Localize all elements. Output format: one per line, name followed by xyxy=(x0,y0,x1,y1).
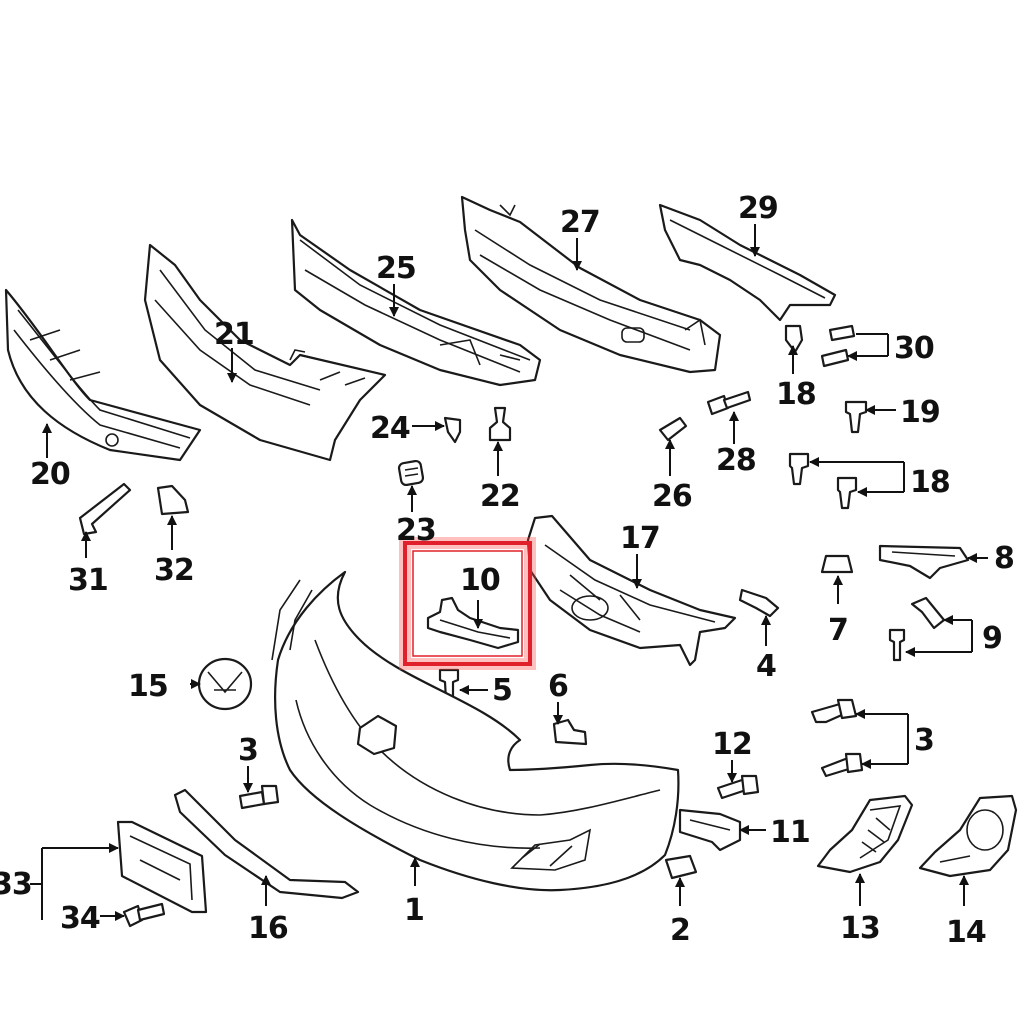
callout-30: 30 xyxy=(894,331,934,366)
leader-lines xyxy=(30,224,988,921)
callout-25: 25 xyxy=(376,251,416,286)
callout-20: 20 xyxy=(30,457,70,492)
bracket-part-11 xyxy=(678,808,742,852)
callout-17: 17 xyxy=(620,521,660,556)
callout-28: 28 xyxy=(716,443,756,478)
emblem-part-15 xyxy=(197,657,253,711)
clip-part-22 xyxy=(488,406,512,442)
bracket-part-6 xyxy=(552,718,588,746)
screw-part-34 xyxy=(122,902,166,928)
bolt-part-28 xyxy=(706,390,752,416)
callout-31: 31 xyxy=(68,563,108,598)
fog-grille-part-13 xyxy=(816,794,914,874)
clip-part-19 xyxy=(844,400,868,434)
callout-3-right: 3 xyxy=(914,723,934,758)
callout-labels: 20 21 25 27 29 24 22 26 28 18 30 19 18 2… xyxy=(0,191,1015,950)
nut-part-7 xyxy=(820,554,854,574)
callout-2: 2 xyxy=(670,913,690,948)
bracket-part-32 xyxy=(156,484,190,516)
clip-part-24 xyxy=(443,416,462,444)
bolt-part-3-right xyxy=(810,698,864,778)
callout-8: 8 xyxy=(994,541,1014,576)
bracket-part-10 xyxy=(426,596,520,650)
callout-11: 11 xyxy=(770,815,810,850)
callout-1: 1 xyxy=(404,893,424,928)
clip-part-18-upper xyxy=(784,324,804,354)
callout-4: 4 xyxy=(756,649,776,684)
callout-34: 34 xyxy=(60,901,100,936)
callout-7: 7 xyxy=(828,613,848,648)
callout-26: 26 xyxy=(652,479,692,514)
bolt-part-3-left xyxy=(238,784,280,810)
callout-16: 16 xyxy=(248,911,288,946)
callout-12: 12 xyxy=(712,727,752,762)
bracket-part-31 xyxy=(78,482,132,536)
callout-9: 9 xyxy=(982,621,1002,656)
bolt-part-26 xyxy=(658,416,688,442)
callout-10: 10 xyxy=(460,563,500,598)
highlight-box xyxy=(399,537,536,670)
callout-15: 15 xyxy=(128,669,168,704)
callout-18-upper: 18 xyxy=(776,377,816,412)
bracket-part-21 xyxy=(143,243,387,462)
callout-32: 32 xyxy=(154,553,194,588)
reinforcement-part-27 xyxy=(460,195,722,374)
clip-part-23 xyxy=(397,459,425,487)
callout-27: 27 xyxy=(560,205,600,240)
callout-5: 5 xyxy=(492,673,512,708)
bumper-cover-part-1 xyxy=(271,570,680,892)
callout-3-left: 3 xyxy=(238,733,258,768)
fog-grille-part-14 xyxy=(918,794,1018,878)
callout-6: 6 xyxy=(548,669,568,704)
grille-frame-part-17 xyxy=(526,514,737,667)
bolt-part-9 xyxy=(888,596,946,662)
callout-21: 21 xyxy=(214,317,254,352)
callout-22: 22 xyxy=(480,479,520,514)
bracket-part-8 xyxy=(878,544,970,580)
nut-part-2 xyxy=(664,854,698,880)
bolt-part-12 xyxy=(716,774,760,800)
callout-23: 23 xyxy=(396,513,436,548)
callout-13: 13 xyxy=(840,911,880,946)
absorber-part-25 xyxy=(290,218,542,387)
clip-part-30 xyxy=(820,324,856,368)
clip-part-18-lower xyxy=(788,452,858,510)
bolt-part-4 xyxy=(738,588,780,618)
grille-part-20 xyxy=(4,288,202,462)
callout-24: 24 xyxy=(370,411,410,446)
license-bracket-part-33 xyxy=(116,820,208,914)
callout-29: 29 xyxy=(738,191,778,226)
callout-18-lower: 18 xyxy=(910,465,950,500)
callout-33: 33 xyxy=(0,867,32,902)
callout-14: 14 xyxy=(946,915,986,950)
callout-19: 19 xyxy=(900,395,940,430)
